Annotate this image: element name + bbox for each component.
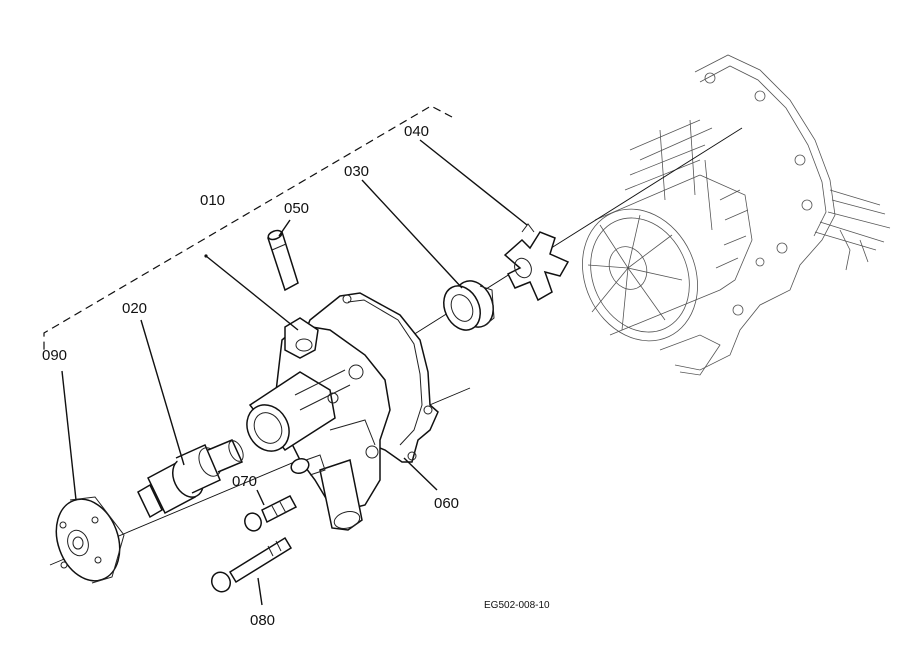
label-060: 060 bbox=[434, 495, 459, 512]
engine-housing bbox=[582, 54, 891, 376]
label-070: 070 bbox=[232, 473, 257, 490]
leader-lines bbox=[61, 139, 528, 606]
bearing-shaft-020 bbox=[137, 439, 244, 519]
assembly-bracket-010 bbox=[43, 105, 453, 350]
label-080: 080 bbox=[250, 612, 275, 629]
label-010: 010 bbox=[200, 192, 225, 209]
label-020: 020 bbox=[122, 300, 147, 317]
seal-030 bbox=[443, 280, 495, 331]
hub-flange-090 bbox=[55, 496, 125, 584]
bolt-070 bbox=[244, 495, 298, 532]
label-030: 030 bbox=[344, 163, 369, 180]
label-050: 050 bbox=[284, 200, 309, 217]
bolt-080 bbox=[210, 536, 293, 593]
label-040: 040 bbox=[404, 123, 429, 140]
label-090: 090 bbox=[42, 347, 67, 364]
drawing-code: EG502-008-10 bbox=[484, 600, 550, 611]
pipe-050 bbox=[267, 229, 299, 292]
water-pump-body-010 bbox=[246, 292, 439, 531]
impeller-040 bbox=[503, 223, 570, 302]
